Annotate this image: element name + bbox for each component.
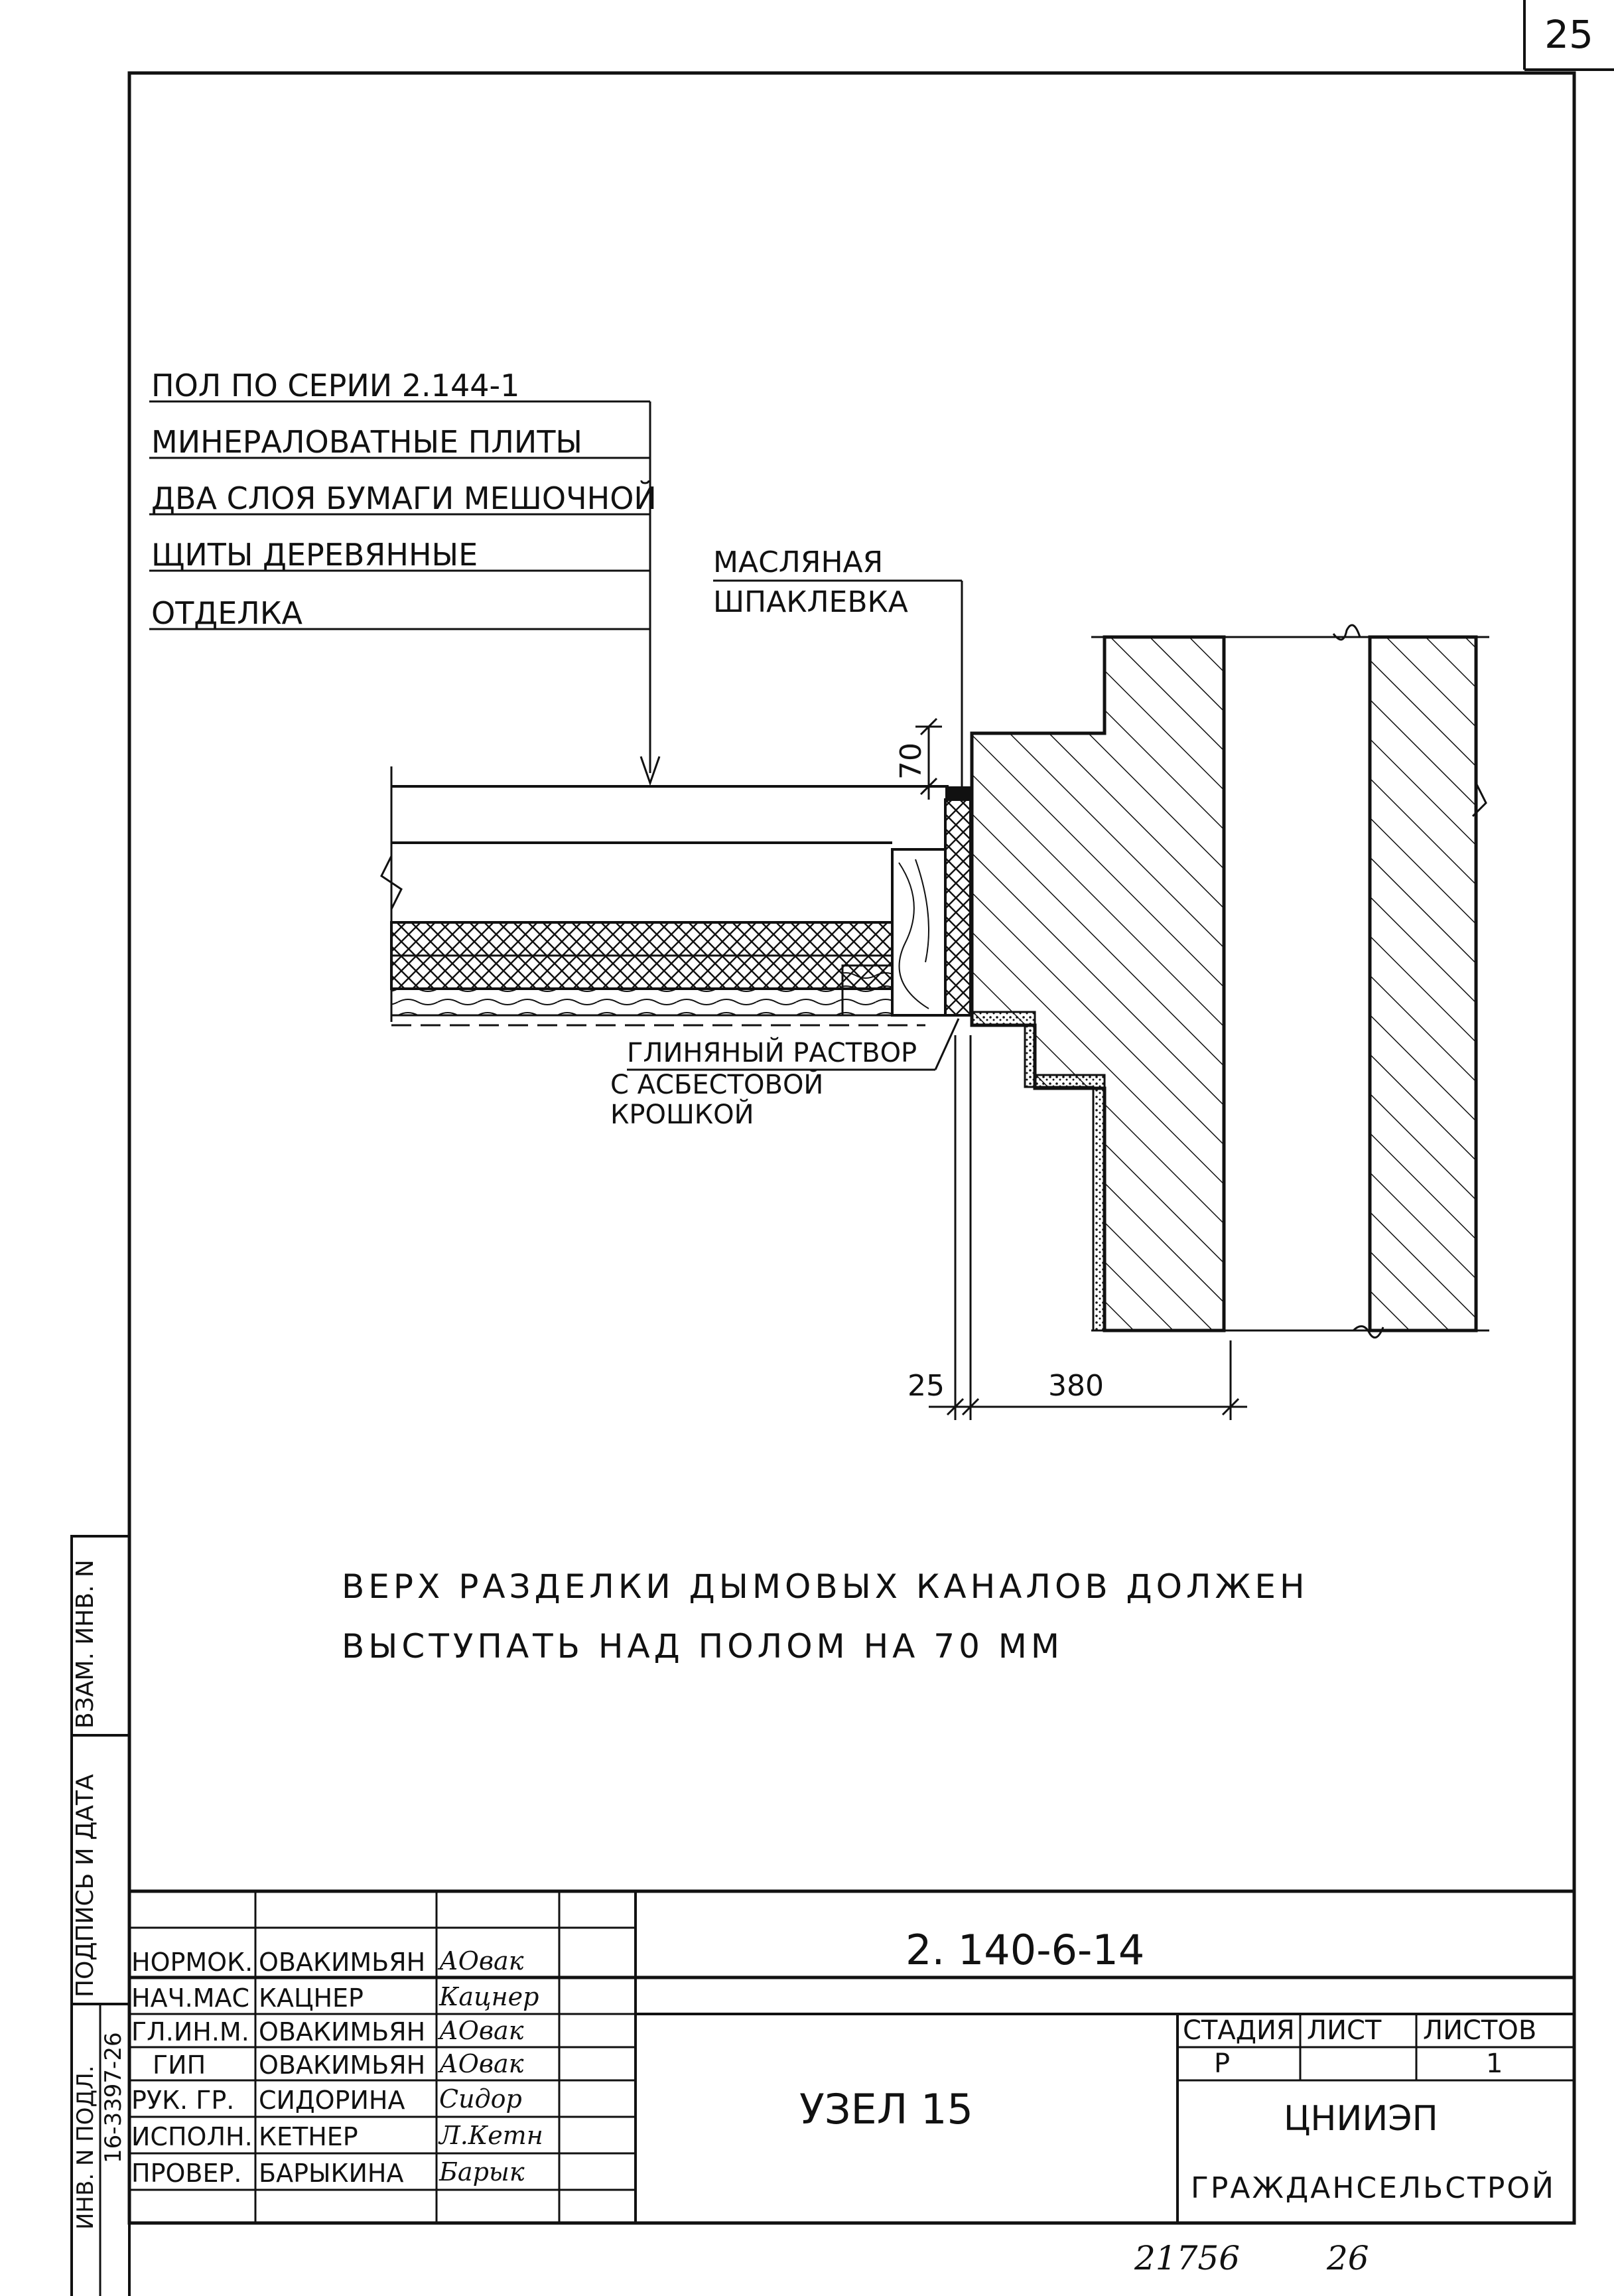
layer-label-wood-panels: ЩИТЫ ДЕРЕВЯННЫЕ: [151, 537, 478, 573]
sheet-header: ЛИСТ: [1307, 2015, 1382, 2046]
stamp-inv-number: 16-3397-26: [100, 2032, 127, 2163]
staff-signature: Барык: [438, 2157, 525, 2187]
mortar-callout: ГЛИНЯНЫЙ РАСТВОР С АСБЕСТОВОЙ КРОШКОЙ: [610, 1018, 960, 1130]
sheets-value: 1: [1486, 2048, 1503, 2079]
document-code: 2. 140-6-14: [906, 1926, 1144, 1974]
staff-role: НОРМОК.: [131, 1948, 253, 1977]
putty-label-line1: МАСЛЯНАЯ: [713, 545, 883, 579]
stamp-inv-orig: ИНВ. N ПОДЛ.: [72, 2066, 99, 2230]
staff-role: ГИП: [153, 2050, 206, 2080]
staff-name: КЕТНЕР: [259, 2122, 358, 2151]
staff-name: ОВАКИМЬЯН: [259, 1948, 425, 1977]
sheet-title: УЗЕЛ 15: [799, 2085, 973, 2133]
side-stamp: ВЗАМ. ИНВ. N ПОДПИСЬ И ДАТА ИНВ. N ПОДЛ.…: [70, 1535, 131, 2296]
mortar-label-line3: КРОШКОЙ: [610, 1098, 754, 1130]
note-line2: ВЫСТУПАТЬ НАД ПОЛОМ НА 70 ММ: [342, 1627, 1063, 1666]
staff-signature: АОвак: [437, 2049, 524, 2078]
staff-role: ГЛ.ИН.М.: [131, 2017, 249, 2046]
staff-table: НОРМОК. ОВАКИМЬЯН АОвак НАЧ.МАС КАЦНЕР К…: [131, 1946, 543, 2188]
staff-name: БАРЫКИНА: [259, 2159, 403, 2188]
layer-label-finish: ОТДЕЛКА: [151, 595, 303, 631]
note: ВЕРХ РАЗДЕЛКИ ДЫМОВЫХ КАНАЛОВ ДОЛЖЕН ВЫС…: [342, 1567, 1309, 1666]
dim-380: 380: [1048, 1369, 1104, 1403]
staff-signature: АОвак: [437, 1946, 524, 1975]
organization-line1: ЦНИИЭП: [1284, 2099, 1438, 2139]
footer-number-left: 21756: [1134, 2239, 1240, 2277]
page-number: 25: [1544, 12, 1593, 57]
staff-role: НАЧ.МАС: [131, 1983, 249, 2013]
chimney-wall: [970, 624, 1489, 1339]
stage-header: СТАДИЯ: [1183, 2015, 1295, 2046]
stage-value: Р: [1214, 2048, 1230, 2079]
floor-section: [380, 766, 972, 1027]
staff-name: КАЦНЕР: [259, 1983, 364, 2013]
sheets-header: ЛИСТОВ: [1423, 2015, 1536, 2046]
page-number-box: 25: [1523, 0, 1614, 71]
staff-name: ОВАКИМЬЯН: [259, 2017, 425, 2046]
staff-name: СИДОРИНА: [259, 2086, 405, 2115]
staff-signature: АОвак: [437, 2016, 524, 2045]
staff-signature: Кацнер: [438, 1982, 539, 2011]
staff-signature: Сидор: [439, 2084, 522, 2114]
dim-70: 70: [894, 743, 928, 780]
mortar-label-line2: С АСБЕСТОВОЙ: [610, 1068, 823, 1100]
layer-label-paper: ДВА СЛОЯ БУМАГИ МЕШОЧНОЙ: [151, 480, 657, 516]
layer-label-floor: ПОЛ ПО СЕРИИ 2.144-1: [151, 368, 519, 403]
dimension-lines: 70 25 380: [894, 717, 1247, 1420]
stamp-inv-replace: ВЗАМ. ИНВ. N: [72, 1559, 99, 1729]
layer-label-mineral-wool: МИНЕРАЛОВАТНЫЕ ПЛИТЫ: [151, 424, 582, 460]
mortar-label-line1: ГЛИНЯНЫЙ РАСТВОР: [627, 1037, 917, 1068]
title-block: 2. 140-6-14 УЗЕЛ 15 СТАДИЯ ЛИСТ ЛИСТОВ Р…: [127, 1889, 1576, 2225]
organization-line2: ГРАЖДАНСЕЛЬСТРОЙ: [1191, 2170, 1556, 2205]
stamp-sign-date: ПОДПИСЬ И ДАТА: [72, 1774, 99, 1997]
note-line1: ВЕРХ РАЗДЕЛКИ ДЫМОВЫХ КАНАЛОВ ДОЛЖЕН: [342, 1567, 1309, 1606]
drawing-frame: [127, 71, 1576, 1979]
footer-number-right: 26: [1326, 2239, 1369, 2277]
staff-signature: Л.Кетн: [438, 2121, 543, 2150]
staff-role: ИСПОЛН.: [131, 2122, 253, 2151]
dim-25: 25: [908, 1369, 945, 1403]
putty-label-line2: ШПАКЛЕВКА: [713, 585, 908, 619]
layer-callout: ПОЛ ПО СЕРИИ 2.144-1 МИНЕРАЛОВАТНЫЕ ПЛИТ…: [149, 368, 661, 786]
staff-role: ПРОВЕР.: [131, 2159, 241, 2188]
putty-callout: МАСЛЯНАЯ ШПАКЛЕВКА: [713, 545, 963, 796]
staff-name: ОВАКИМЬЯН: [259, 2050, 425, 2080]
staff-role: РУК. ГР.: [131, 2086, 234, 2115]
